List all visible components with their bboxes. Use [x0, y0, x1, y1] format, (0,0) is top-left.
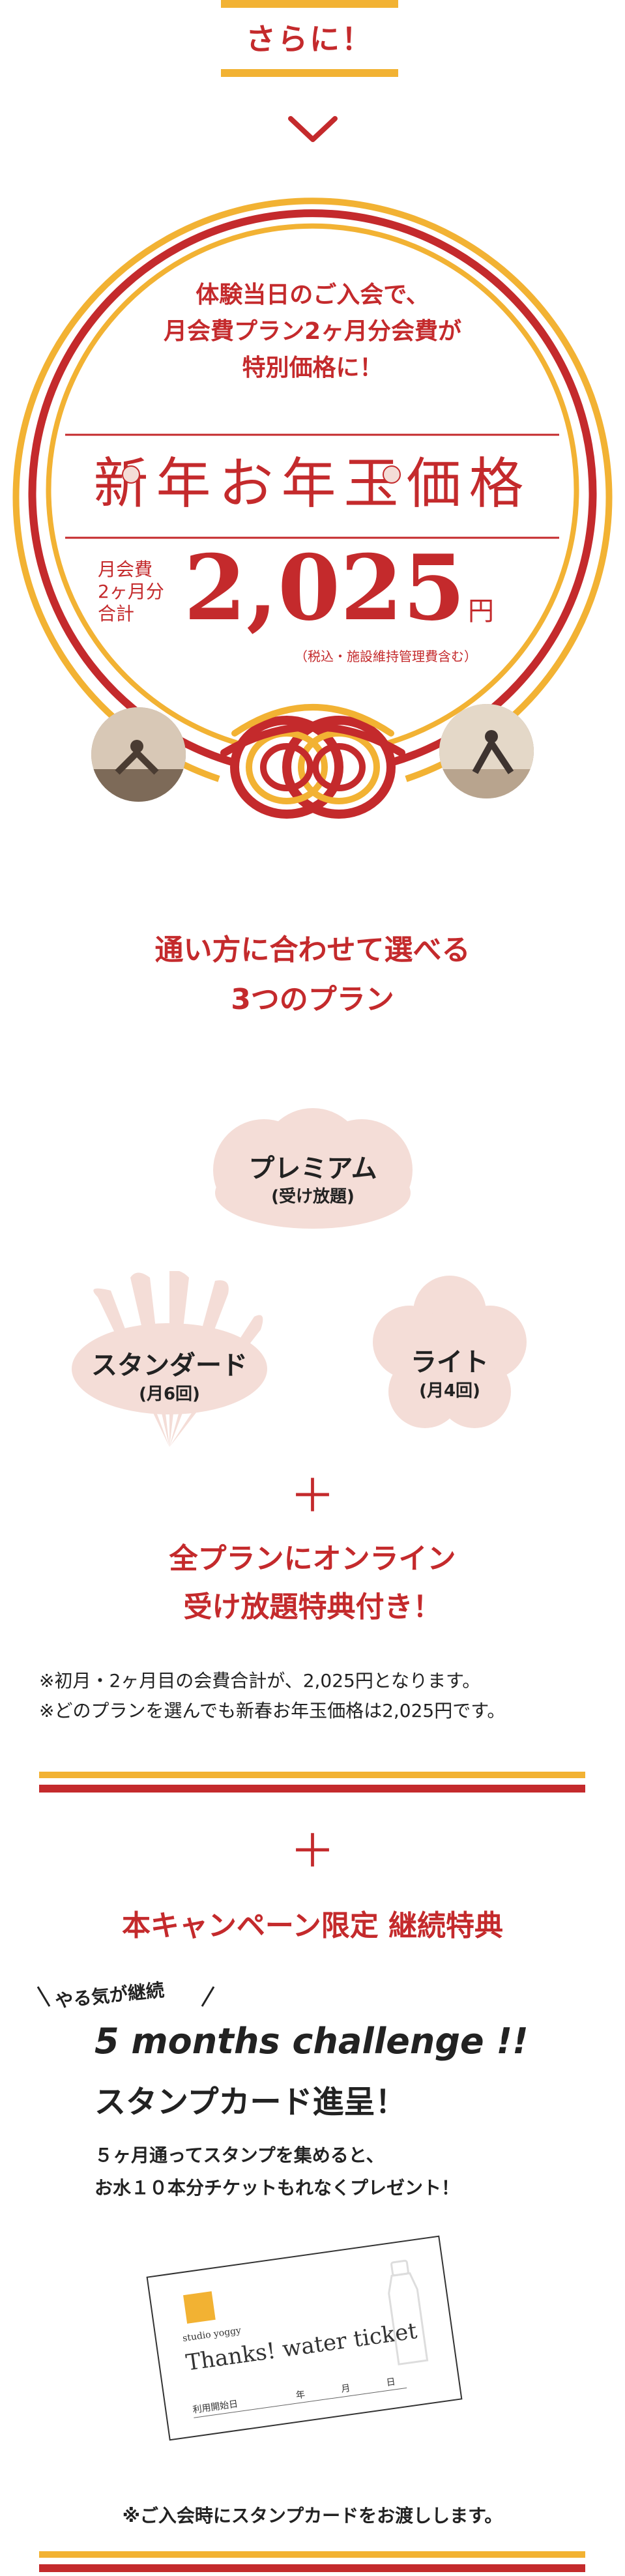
top-tag: さらに！: [221, 0, 398, 77]
plum-mark-icon: [383, 465, 401, 484]
fee-label-line-2: 2ヶ月分: [98, 581, 164, 602]
chevron-down-icon: [288, 116, 338, 142]
campaign-heading: 本キャンペーン限定 継続特典: [121, 1909, 504, 1942]
price-note: （税込・施設維持管理費含む）: [295, 649, 477, 664]
plan-standard-sub: (月6回): [139, 1384, 200, 1404]
yoga-photo-right: [439, 704, 534, 798]
tag-slashes: [36, 1986, 215, 2007]
ticket-date-day: 日: [385, 2377, 396, 2389]
water-bottle-icon: [388, 2259, 429, 2365]
online-notes: ※初月・2ヶ月目の会費合計が、2,025円となります。 ※どのプランを選んでも新…: [39, 1666, 505, 1726]
ticket-date-label: 利用開始日: [192, 2399, 239, 2416]
plus-icon: ＋: [289, 1824, 336, 1878]
online-note-2: ※どのプランを選んでも新春お年玉価格は2,025円です。: [39, 1700, 506, 1721]
plan-premium: プレミアム (受け放題): [205, 1108, 420, 1232]
online-heading: 全プランにオンライン 受け放題特典付き！: [0, 1535, 625, 1632]
plan-light: ライト (月4回): [371, 1274, 528, 1437]
plum-flower-shape: [373, 1276, 527, 1428]
plans-heading: 通い方に合わせて選べる 3つのプラン: [0, 926, 625, 1025]
online-line-2: 受け放題特典付き！: [183, 1590, 442, 1624]
promo-ring: 体験当日のご入会で、 月会費プラン2ヶ月分会費が 特別価格に！ 新年お年玉価格 …: [0, 147, 625, 825]
ticket-brand: studio yoggy: [182, 2325, 242, 2344]
plan-standard: スタンダード (月6回): [59, 1271, 280, 1450]
tag-top-bar: [221, 0, 398, 8]
plans-heading-line-1: 通い方に合わせて選べる: [154, 933, 471, 967]
tag-bottom-bar: [221, 69, 398, 77]
promo-line-2: 月会費プラン2ヶ月分会費が: [163, 318, 462, 345]
promo-line-3: 特別価格に！: [242, 355, 383, 381]
plus-icon: ＋: [289, 1469, 336, 1523]
campaign-desc-line-1: ５ヶ月通ってスタンプを集めると、: [94, 2144, 385, 2166]
ticket-date-year: 年: [295, 2389, 306, 2401]
fee-label-line-1: 月会費: [98, 559, 153, 580]
campaign-title-en: 5 months challenge !!: [94, 2021, 529, 2062]
online-line-1: 全プランにオンライン: [169, 1542, 456, 1575]
yoga-photo-left: [91, 707, 186, 802]
divider-yellow-bottom: [39, 2551, 585, 2558]
plan-standard-name: スタンダード: [91, 1351, 248, 1381]
plan-light-sub: (月4回): [419, 1381, 480, 1401]
price-unit: 円: [468, 596, 494, 626]
fee-label-line-3: 合計: [98, 603, 135, 624]
plan-premium-name: プレミアム: [248, 1154, 377, 1184]
promo-text: 体験当日のご入会で、 月会費プラン2ヶ月分会費が 特別価格に！: [0, 277, 625, 387]
cloud-shape: [213, 1108, 413, 1229]
fee-label: 月会費 2ヶ月分 合計: [98, 559, 176, 625]
ticket-date-month: 月: [340, 2383, 351, 2395]
ring-frame: [12, 198, 613, 819]
top-tag-label: さらに！: [246, 22, 373, 57]
motivation-tag: やる気が継続: [33, 1975, 222, 2014]
brand-logo-icon: [183, 2291, 216, 2324]
divider-yellow: [39, 1772, 585, 1778]
plan-premium-sub: (受け放題): [271, 1187, 355, 1207]
water-ticket: studio yoggy Thanks! water ticket 利用開始日 …: [146, 2235, 463, 2441]
promo-line-1: 体験当日のご入会で、: [196, 282, 429, 308]
campaign-footnote: ※ご入会時にスタンプカードをお渡しします。: [122, 2505, 503, 2526]
campaign-title-jp: スタンプカード進呈！: [94, 2084, 407, 2120]
divider-red: [39, 1785, 585, 1793]
plans-heading-line-2: 3つのプラン: [231, 983, 394, 1016]
online-note-1: ※初月・2ヶ月目の会費合計が、2,025円となります。: [39, 1670, 481, 1691]
plan-light-name: ライト: [411, 1347, 489, 1377]
banner-title: 新年お年玉価格: [93, 452, 532, 516]
campaign-desc: ５ヶ月通ってスタンプを集めると、 お水１０本分チケットもれなくプレゼント！: [94, 2139, 459, 2204]
bamboo-shape: [72, 1271, 267, 1447]
campaign-desc-line-2: お水１０本分チケットもれなくプレゼント！: [94, 2177, 460, 2199]
plum-mark-icon: [122, 465, 140, 484]
price-amount: 2,025: [184, 534, 466, 641]
divider-red-bottom: [39, 2564, 585, 2572]
